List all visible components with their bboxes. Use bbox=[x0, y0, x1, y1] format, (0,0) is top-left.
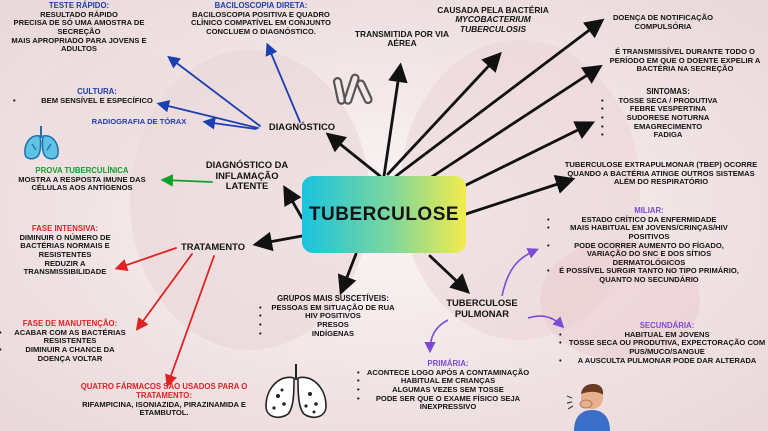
cultura-block: CULTURA: BEM SENSÍVEL E ESPECÍFICO bbox=[13, 87, 172, 106]
primaria-title: PRIMÁRIA: bbox=[427, 359, 469, 368]
sintomas-item: TOSSE SECA / PRODUTIVA bbox=[601, 96, 726, 106]
baciloscopia-title: BACILOSCOPIA DIRETA: bbox=[214, 1, 308, 10]
baciloscopia-block: BACILOSCOPIA DIRETA: BACILOSCOPIA POSITI… bbox=[186, 1, 336, 37]
arrow-fase-manutencao bbox=[135, 253, 193, 331]
secundaria-item: TOSSE SECA OU PRODUTIVA, EXPECTORAÇÃO CO… bbox=[559, 339, 766, 356]
grupos-item: HIV POSITIVOS bbox=[259, 312, 398, 321]
sintomas-item: FADIGA bbox=[601, 131, 726, 140]
teste-rapido-item: RESULTADO RÁPIDO bbox=[4, 10, 154, 20]
farmacos-text: RIFAMPICINA, ISONIAZIDA, PIRAZINAMIDA E … bbox=[82, 399, 246, 418]
cultura-item: BEM SENSÍVEL E ESPECÍFICO bbox=[13, 96, 172, 106]
arrow-farmacos bbox=[165, 255, 215, 388]
center-node: TUBERCULOSE bbox=[302, 176, 466, 253]
fase-manutencao-item: ACABAR COM AS BACTÉRIAS RESISTENTES bbox=[0, 328, 132, 346]
primaria-item: PODE SER QUE O EXAME FÍSICO SEJA INEXPRE… bbox=[357, 394, 530, 412]
fase-manutencao-item: DIMINUIR A CHANCE DA DOENÇA VOLTAR bbox=[0, 345, 132, 363]
fase-intensiva-item: DIMINUIR O NÚMERO DE BACTÉRIAS NORMAIS E… bbox=[6, 233, 124, 260]
secundaria-title: SECUNDÁRIA: bbox=[639, 321, 695, 330]
miliar-item: MAIS HABITUAL EM JOVENS/CRINÇAS/HIV POSI… bbox=[547, 224, 742, 241]
sintomas-item: EMAGRECIMENTO bbox=[601, 122, 726, 132]
arrow-transmitida bbox=[382, 62, 408, 178]
sintomas-item: FEBRE VESPERTINA bbox=[601, 105, 726, 114]
baciloscopia-text: BACILOSCOPIA POSITIVA E QUADRO CLÍNICO C… bbox=[191, 9, 331, 36]
miliar-title: MILIAR: bbox=[634, 206, 664, 215]
coughing-person-icon bbox=[566, 384, 610, 431]
primaria-item: HABITUAL EM CRIANÇAS bbox=[357, 377, 530, 386]
arrow-transmissivel bbox=[428, 64, 603, 180]
causada-line1: CAUSADA PELA BACTÉRIA bbox=[437, 5, 549, 15]
teste-rapido-item: MAIS APROPRIADO PARA JOVENS E ADULTOS bbox=[4, 36, 154, 54]
sintomas-item: SUDORESE NOTURNA bbox=[601, 113, 726, 123]
grupos-item: PRESOS bbox=[259, 320, 398, 330]
fase-manutencao-block: FASE DE MANUTENÇÃO: ACABAR COM AS BACTÉR… bbox=[0, 319, 132, 363]
arrow-tratamento bbox=[252, 231, 304, 252]
miliar-block: MILIAR: ESTADO CRÍTICO DA ENFERMIDADE MA… bbox=[547, 206, 742, 284]
sintomas-title: SINTOMAS: bbox=[646, 87, 690, 96]
cultura-title: CULTURA: bbox=[77, 87, 117, 96]
fase-intensiva-item: REDUZIR A TRANSMISSIBILIDADE bbox=[6, 259, 124, 277]
arrow-diagnostico bbox=[325, 132, 382, 178]
arrow-radiografia bbox=[202, 117, 257, 130]
center-title: TUBERCULOSE bbox=[308, 203, 460, 225]
secundaria-block: SECUNDÁRIA: HABITUAL EM JOVENS TOSSE SEC… bbox=[559, 321, 766, 366]
miliar-item: ESTADO CRÍTICO DA ENFERMIDADE bbox=[547, 215, 742, 225]
arrow-cultura bbox=[156, 100, 259, 129]
lung-icon bbox=[24, 126, 59, 160]
farmacos-title: QUATRO FÁRMACOS SÃO USADOS PARA O TRATAM… bbox=[80, 382, 248, 400]
arrow-baciloscopia bbox=[265, 42, 301, 123]
arrow-grupos bbox=[337, 252, 358, 296]
sintomas-block: SINTOMAS: TOSSE SECA / PRODUTIVA FEBRE V… bbox=[601, 87, 726, 140]
teste-rapido-block: TESTE RÁPIDO: RESULTADO RÁPIDO PRECISA D… bbox=[4, 1, 154, 54]
arrow-primaria bbox=[424, 319, 449, 354]
arrow-fase-intensiva bbox=[114, 247, 177, 272]
teste-rapido-item: PRECISA DE SÓ UMA AMOSTRA DE SECREÇÃO bbox=[4, 19, 154, 36]
farmacos-block: QUATRO FÁRMACOS SÃO USADOS PARA O TRATAM… bbox=[80, 382, 248, 418]
transmissivel-text: É TRANSMISSÍVEL DURANTE TODO O PERÍODO E… bbox=[609, 47, 761, 74]
secundaria-item: A AUSCULTA PULMONAR PODE DAR ALTERADA bbox=[559, 356, 766, 366]
miliar-item: É POSSÍVEL SURGIR TANTO NO TIPO PRIMÁRIO… bbox=[547, 266, 742, 284]
causada-line2: MYCOBACTERIUM TUBERCULOSIS bbox=[455, 14, 531, 34]
grupos-block: GRUPOS MAIS SUSCETÍVEIS: PESSOAS EM SITU… bbox=[259, 294, 398, 339]
fase-manutencao-title: FASE DE MANUTENÇÃO: bbox=[22, 319, 118, 328]
arrow-secundaria bbox=[527, 315, 565, 329]
prova-text: MOSTRA A RESPOSTA IMUNE DAS CÉLULAS AOS … bbox=[18, 174, 146, 193]
grupos-item: INDÍGENAS bbox=[259, 329, 398, 339]
primaria-item: ACONTECE LOGO APÓS A CONTAMINAÇÃO bbox=[357, 368, 530, 378]
arrow-notificacao bbox=[394, 18, 605, 178]
primaria-block: PRIMÁRIA: ACONTECE LOGO APÓS A CONTAMINA… bbox=[357, 359, 530, 412]
grupos-item: PESSOAS EM SITUAÇÃO DE RUA bbox=[259, 303, 398, 313]
pulmonar-node: TUBERCULOSE PULMONAR bbox=[446, 297, 518, 319]
teste-rapido-title: TESTE RÁPIDO: bbox=[48, 1, 110, 10]
radiografia-text: RADIOGRAFIA DE TÓRAX bbox=[91, 117, 187, 126]
miliar-item: PODE OCORRER AUMENTO DO FÍGADO, VARIAÇÃO… bbox=[547, 241, 742, 268]
arrow-latente bbox=[283, 185, 304, 220]
transmitida-text: TRANSMITIDA POR VIA AÉREA bbox=[354, 29, 450, 49]
extrapulmonar-text: TUBERCULOSE EXTRAPULMONAR (TBEP) OCORRE … bbox=[564, 160, 758, 187]
grupos-title: GRUPOS MAIS SUSCETÍVEIS: bbox=[277, 294, 389, 303]
arrow-causada bbox=[386, 51, 502, 176]
lungs-xray-icon bbox=[265, 364, 327, 419]
arrow-extrapulmonar bbox=[464, 175, 576, 216]
diagnostico-node: DIAGNÓSTICO bbox=[268, 121, 336, 132]
prova-title: PROVA TUBERCULÍNICA bbox=[35, 166, 129, 175]
tratamento-node: TRATAMENTO bbox=[180, 241, 246, 252]
arrow-pulmonar bbox=[428, 254, 471, 294]
fase-intensiva-block: FASE INTENSIVA: DIMINUIR O NÚMERO DE BAC… bbox=[6, 224, 124, 277]
bacteria-icon bbox=[332, 73, 373, 105]
arrow-teste-rapido bbox=[167, 55, 261, 127]
diagnostico-latente-node: DIAGNÓSTICO DA INFLAMAÇÃO LATENTE bbox=[205, 159, 289, 192]
secundaria-item: HABITUAL EM JOVENS bbox=[559, 330, 766, 340]
arrow-prova bbox=[160, 174, 213, 187]
primaria-item: ALGUMAS VEZES SEM TOSSE bbox=[357, 385, 530, 395]
arrow-sintomas bbox=[454, 121, 596, 192]
notificacao-text: DOENÇA DE NOTIFICAÇÃO COMPULSÓRIA bbox=[612, 13, 714, 31]
fase-intensiva-title: FASE INTENSIVA: bbox=[31, 224, 99, 233]
prova-block: PROVA TUBERCULÍNICA MOSTRA A RESPOSTA IM… bbox=[2, 166, 162, 193]
causada-block: CAUSADA PELA BACTÉRIA MYCOBACTERIUM TUBE… bbox=[428, 5, 558, 34]
arrow-miliar bbox=[501, 248, 539, 297]
